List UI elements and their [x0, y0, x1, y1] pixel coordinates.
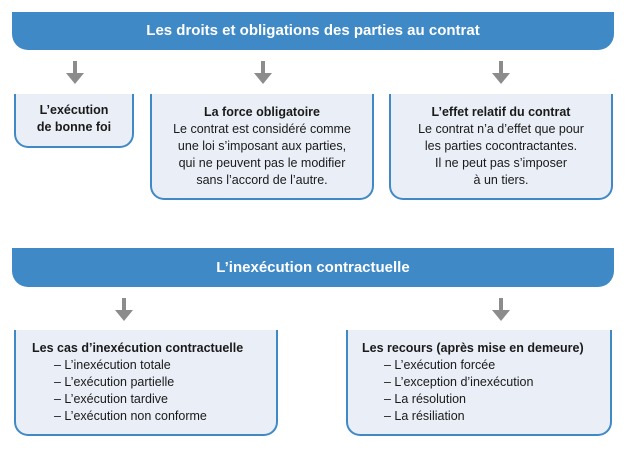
recours-list: – L’exécution forcée – L’exception d’ine…: [362, 357, 610, 425]
list-item: – L’exécution tardive: [54, 392, 168, 406]
list-item: – L’exécution partielle: [54, 375, 175, 389]
box-force-obligatoire: La force obligatoire Le contrat est cons…: [150, 94, 374, 200]
arrow-down-icon: [254, 61, 272, 84]
box-text: Le contrat n’a d’effet que pour les part…: [418, 122, 584, 187]
arrow-down-icon: [492, 61, 510, 84]
box-title: Les recours (après mise en demeure): [362, 341, 584, 355]
inexecution-cases-list: – L’inexécution totale – L’exécution par…: [32, 357, 276, 425]
box-text: Le contrat est considéré comme une loi s…: [173, 122, 351, 187]
arrow-down-icon: [66, 61, 84, 84]
arrow-down-icon: [492, 298, 510, 321]
list-item: – L’exécution non conforme: [54, 409, 207, 423]
section1-banner: Les droits et obligations des parties au…: [12, 12, 614, 50]
box-effet-relatif: L’effet relatif du contrat Le contrat n’…: [389, 94, 613, 200]
section1-title: Les droits et obligations des parties au…: [146, 22, 480, 39]
list-item: – La résiliation: [384, 409, 465, 423]
box-recours: Les recours (après mise en demeure) – L’…: [346, 330, 612, 436]
box-cas-inexecution: Les cas d’inexécution contractuelle – L’…: [14, 330, 278, 436]
arrow-down-icon: [115, 298, 133, 321]
box-bonne-foi: L’exécution de bonne foi: [14, 94, 134, 148]
box-title: L’effet relatif du contrat: [431, 105, 571, 119]
list-item: – L’exception d’inexécution: [384, 375, 534, 389]
box-title: La force obligatoire: [204, 105, 320, 119]
list-item: – L’exécution forcée: [384, 358, 496, 372]
list-item: – L’inexécution totale: [54, 358, 171, 372]
box-title: L’exécution de bonne foi: [36, 103, 112, 134]
section2-title: L’inexécution contractuelle: [216, 259, 410, 276]
box-title: Les cas d’inexécution contractuelle: [32, 341, 244, 355]
list-item: – La résolution: [384, 392, 467, 406]
section2-banner: L’inexécution contractuelle: [12, 248, 614, 287]
